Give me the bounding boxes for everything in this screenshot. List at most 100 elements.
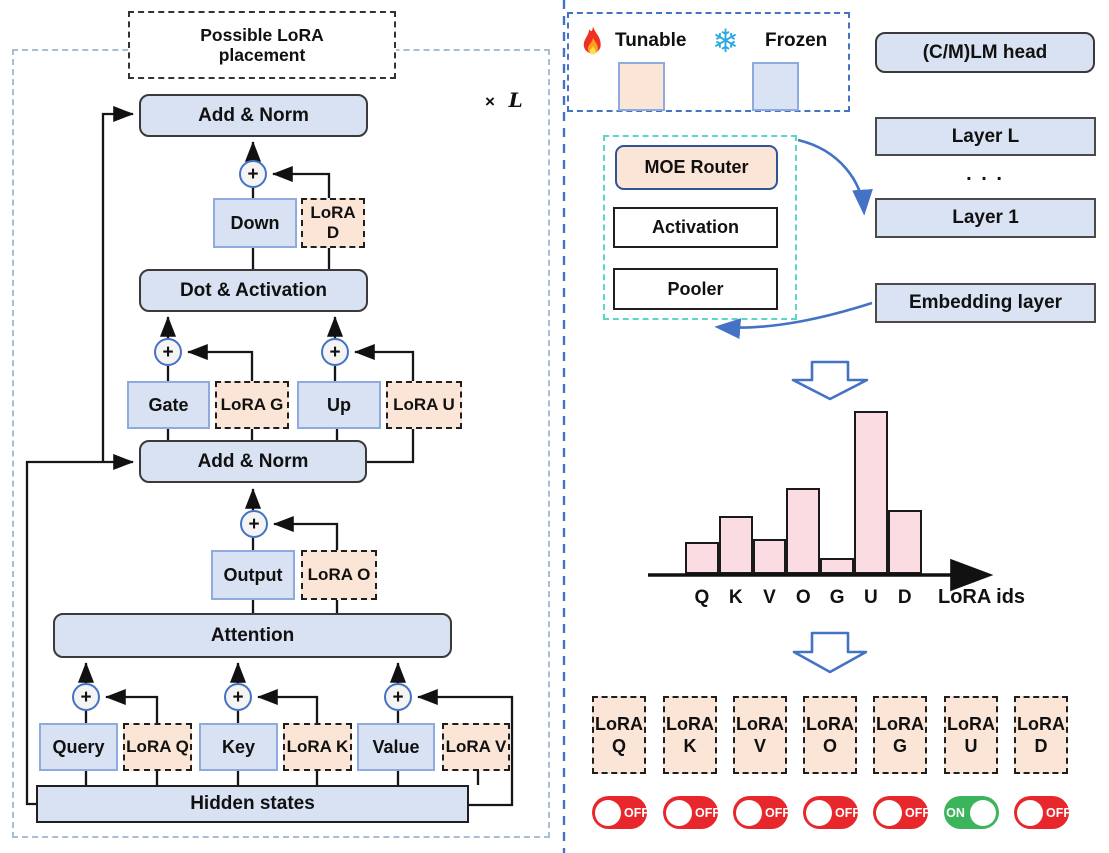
layer-l-box: Layer L [875,117,1096,156]
residual-add-icon-output: + [240,510,268,538]
key-proj-box: Key [199,723,278,771]
layer-1-box: Layer 1 [875,198,1096,238]
frozen-label: Frozen [765,30,828,51]
bar-label-U: U [864,587,878,608]
placement-line2: placement [218,45,306,65]
gate-proj-box: Gate [127,381,210,429]
bar-label-K: K [728,587,743,608]
bar-U [854,411,888,574]
bar-K [718,516,753,574]
lora-u-toggle[interactable]: ON [944,796,999,829]
lora-g-module: LoRA G [873,696,927,774]
residual-outer-loop [25,453,134,806]
lora-o-box: LoRA O [301,550,377,600]
bar-label-G: G [829,587,845,608]
value-proj-box: Value [357,723,435,771]
residual-add-icon-key: + [224,683,252,711]
lora-k-box: LoRA K [283,723,352,771]
lora-g-toggle[interactable]: OFF [873,796,930,829]
legend-frame [567,12,850,112]
lora-k-toggle[interactable]: OFF [663,796,720,829]
module-label: LoRA [876,713,924,734]
lora-q-box: LoRA Q [123,723,192,771]
layer-count-variable: L [508,88,523,112]
module-label: LoRA [1017,713,1065,734]
lora-v-toggle[interactable]: OFF [733,796,790,829]
down-block-arrow-bottom [792,631,868,674]
bar-Q [685,542,719,574]
tunable-swatch [618,62,665,111]
lora-v-module: LoRA V [733,696,787,774]
router-to-layer1-arrow [797,138,873,216]
toggle-state-label: OFF [695,805,720,820]
left-diagram-connectors [25,105,514,807]
layers-ellipsis: . . . [966,163,1004,185]
moe-router-box: MOE Router [615,145,778,190]
bar-O [786,488,821,574]
residual-add-icon-value: + [384,683,412,711]
module-id: V [753,736,766,756]
frozen-swatch [752,62,799,111]
module-id: G [892,736,907,756]
chart-xlabel: LoRA ids [938,586,1026,608]
dot-activation-box: Dot & Activation [139,269,368,312]
lora-d-box: LoRA D [301,198,365,248]
module-label: LoRA [947,713,995,734]
bar-label-V: V [763,587,776,608]
module-label: LoRA [666,713,714,734]
toggle-state-label: OFF [1046,805,1071,820]
module-id: D [1034,736,1048,756]
lora-u-box: LoRA U [386,381,462,429]
module-label: LoRA [595,713,643,734]
output-proj-box: Output [211,550,295,600]
add-norm-mid-box: Add & Norm [139,440,367,483]
router-flow-arrows [714,138,873,340]
lora-v-box: LoRA V [442,723,510,771]
toggle-state-label: OFF [765,805,790,820]
module-id: U [964,736,978,756]
embedding-layer-box: Embedding layer [875,283,1096,323]
toggle-knob-icon [666,799,692,826]
addnorm-to-lora-u [367,429,415,464]
residual-inner-loop [101,105,134,462]
flow-block-arrows [791,360,869,674]
module-id: O [822,736,837,756]
lora-q-module: LoRA Q [592,696,646,774]
up-proj-box: Up [297,381,381,429]
possible-lora-placement-label: Possible LoRA placement [128,11,396,79]
embedding-to-router-arrow [714,301,873,340]
lora-u-module: LoRA U [944,696,998,774]
bar-D [887,510,922,574]
residual-add-icon-up: + [321,338,349,366]
residual-add-icon-gate: + [154,338,182,366]
residual-add-icon-query: + [72,683,100,711]
bar-label-D: D [897,587,912,608]
toggle-state-label: OFF [835,805,860,820]
module-id: K [683,736,697,756]
bar-label-Q: Q [694,587,710,608]
toggle-knob-icon [876,799,902,826]
down-proj-box: Down [213,198,297,248]
lora-q-toggle[interactable]: OFF [592,796,649,829]
toggle-knob-icon [970,799,996,826]
toggle-knob-icon [736,799,762,826]
value-lora-loop [417,688,514,807]
bar-G [820,558,854,574]
module-label: LoRA [736,713,784,734]
toggle-state-label: ON [946,805,965,820]
query-proj-box: Query [39,723,118,771]
multiply-icon: × [485,92,495,111]
down-block-arrow-top [791,360,869,401]
toggle-knob-icon [595,799,621,826]
bar-label-O: O [795,587,811,608]
module-id: Q [611,736,626,756]
toggle-state-label: OFF [624,805,649,820]
lora-g-box: LoRA G [215,381,289,429]
lora-d-toggle[interactable]: OFF [1014,796,1071,829]
lora-o-toggle[interactable]: OFF [803,796,860,829]
lora-k-module: LoRA K [663,696,717,774]
add-norm-top-box: Add & Norm [139,94,368,137]
module-label: LoRA [806,713,854,734]
pooler-box: Pooler [613,268,778,310]
